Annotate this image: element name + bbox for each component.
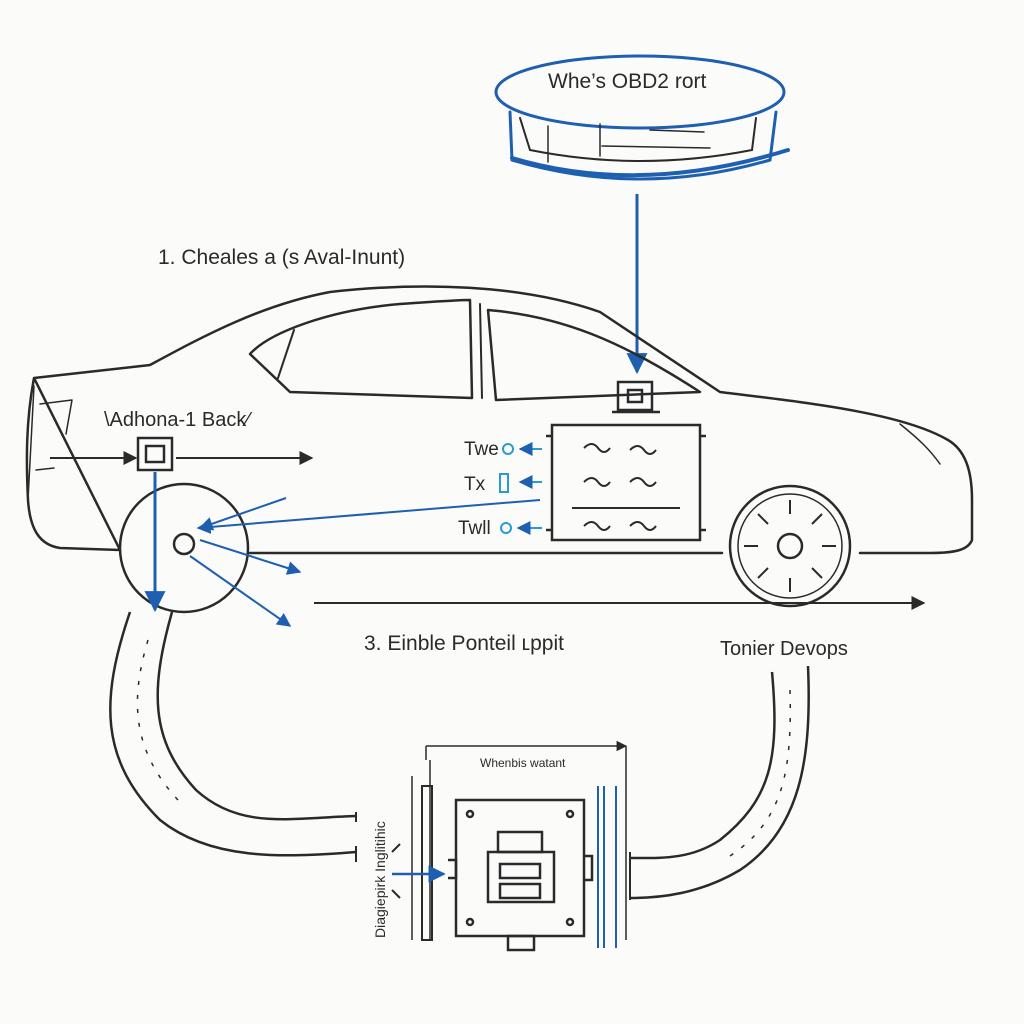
right-cable-label: Tonier Devops — [720, 638, 848, 660]
cable-end-marks — [355, 812, 631, 900]
tool-right-bars — [597, 786, 617, 948]
obd2-port-label: Whe’s OBD2 rort — [548, 70, 707, 93]
step-1-label: 1. Cheales a (s Aval-Inunt) — [158, 246, 406, 269]
tx-label-3: Twll — [458, 518, 491, 539]
obd2-port-icon — [494, 54, 790, 181]
ecu-module-box — [546, 423, 706, 542]
obd-device-icon — [612, 380, 660, 414]
module-to-wheel-arrow — [196, 499, 541, 534]
module-input-arrows — [499, 442, 542, 535]
step-3-label: 3. Einble Ponteil ʟppit — [364, 632, 564, 655]
adapter-label: \Adhona-1 Back⁄ — [104, 409, 250, 431]
wheel-arrow-3 — [189, 555, 292, 627]
rear-wheel-icon — [728, 484, 852, 608]
right-cable — [629, 665, 810, 900]
car-body — [25, 285, 974, 555]
tx-label-2: Tx — [464, 474, 486, 495]
adapter-icon — [136, 436, 174, 472]
front-wheel-icon — [118, 482, 250, 614]
tool-width-label: Whenbis watant — [480, 756, 566, 770]
tool-left-plate — [421, 785, 433, 941]
wheel-arrow-1 — [198, 497, 287, 531]
diagnostic-tool-icon — [448, 798, 594, 952]
left-cable — [109, 611, 357, 857]
tool-frame-lines — [411, 746, 627, 940]
wheel-arrow-2 — [199, 539, 302, 575]
tx-label-1: Twe — [464, 439, 499, 460]
tool-side-label: Diagiepirk Inglitihic — [372, 821, 388, 938]
